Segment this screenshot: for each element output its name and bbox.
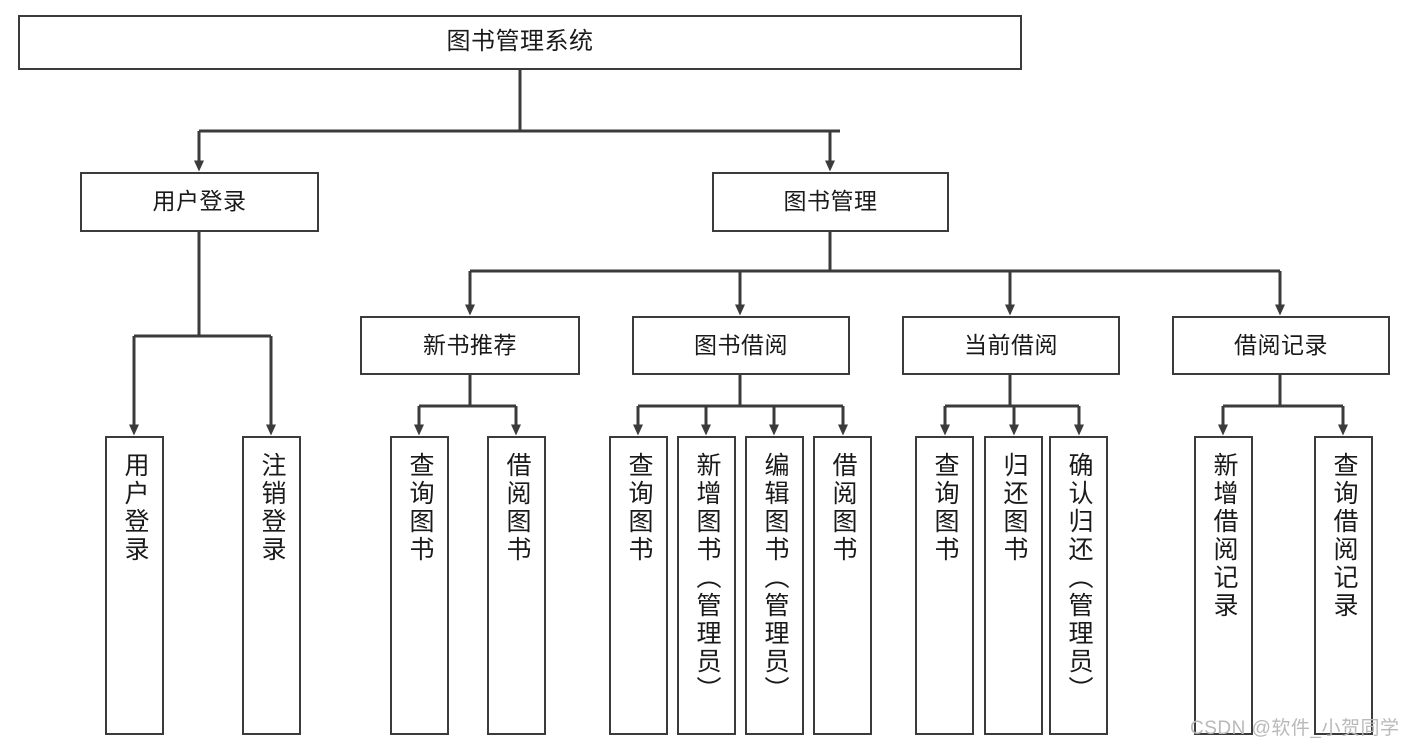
node-label: 归还图书 [1000, 452, 1028, 564]
node-label: 图书管理 [783, 188, 878, 215]
node-label: 查询图书 [406, 452, 434, 564]
node-label: 编辑图书（管理员） [761, 452, 789, 704]
node-label: 借阅图书 [829, 452, 857, 564]
node-leaf-edit-book[interactable]: 编辑图书（管理员） [745, 436, 804, 735]
node-label: 查询图书 [931, 452, 959, 564]
node-book-manage[interactable]: 图书管理 [712, 172, 949, 232]
node-leaf-query-borrow-record[interactable]: 查询借阅记录 [1314, 436, 1373, 735]
node-label: 注销登录 [258, 452, 286, 564]
node-book-borrow[interactable]: 图书借阅 [632, 316, 850, 375]
node-leaf-query-book-3[interactable]: 查询图书 [915, 436, 974, 735]
node-label: 图书管理系统 [446, 28, 594, 56]
node-label: 借阅图书 [503, 452, 531, 564]
node-root[interactable]: 图书管理系统 [18, 15, 1022, 70]
node-label: 查询借阅记录 [1330, 452, 1358, 620]
node-label: 当前借阅 [964, 331, 1058, 358]
node-label: 图书借阅 [694, 331, 788, 358]
node-leaf-query-book-2[interactable]: 查询图书 [609, 436, 668, 735]
watermark: CSDN @软件_小贺同学 [1190, 718, 1400, 739]
node-label: 借阅记录 [1234, 331, 1328, 358]
node-label: 新增图书（管理员） [693, 452, 721, 704]
node-leaf-add-book[interactable]: 新增图书（管理员） [677, 436, 736, 735]
node-leaf-borrow-book-2[interactable]: 借阅图书 [813, 436, 872, 735]
node-new-book-recommend[interactable]: 新书推荐 [360, 316, 580, 375]
node-label: 新增借阅记录 [1210, 452, 1238, 620]
node-current-borrow[interactable]: 当前借阅 [902, 316, 1120, 375]
node-label: 确认归还（管理员） [1065, 452, 1093, 704]
node-label: 用户登录 [121, 452, 149, 564]
node-label: 查询图书 [625, 452, 653, 564]
node-leaf-add-borrow-record[interactable]: 新增借阅记录 [1194, 436, 1253, 735]
node-leaf-borrow-book-1[interactable]: 借阅图书 [487, 436, 546, 735]
node-leaf-logout-login[interactable]: 注销登录 [242, 436, 301, 735]
node-user-login[interactable]: 用户登录 [80, 172, 319, 232]
node-leaf-confirm-return[interactable]: 确认归还（管理员） [1049, 436, 1108, 735]
node-label: 用户登录 [152, 188, 247, 215]
node-label: 新书推荐 [423, 331, 517, 358]
node-leaf-query-book-1[interactable]: 查询图书 [390, 436, 449, 735]
node-borrow-record[interactable]: 借阅记录 [1172, 316, 1390, 375]
node-leaf-user-login[interactable]: 用户登录 [105, 436, 164, 735]
node-leaf-return-book[interactable]: 归还图书 [984, 436, 1043, 735]
